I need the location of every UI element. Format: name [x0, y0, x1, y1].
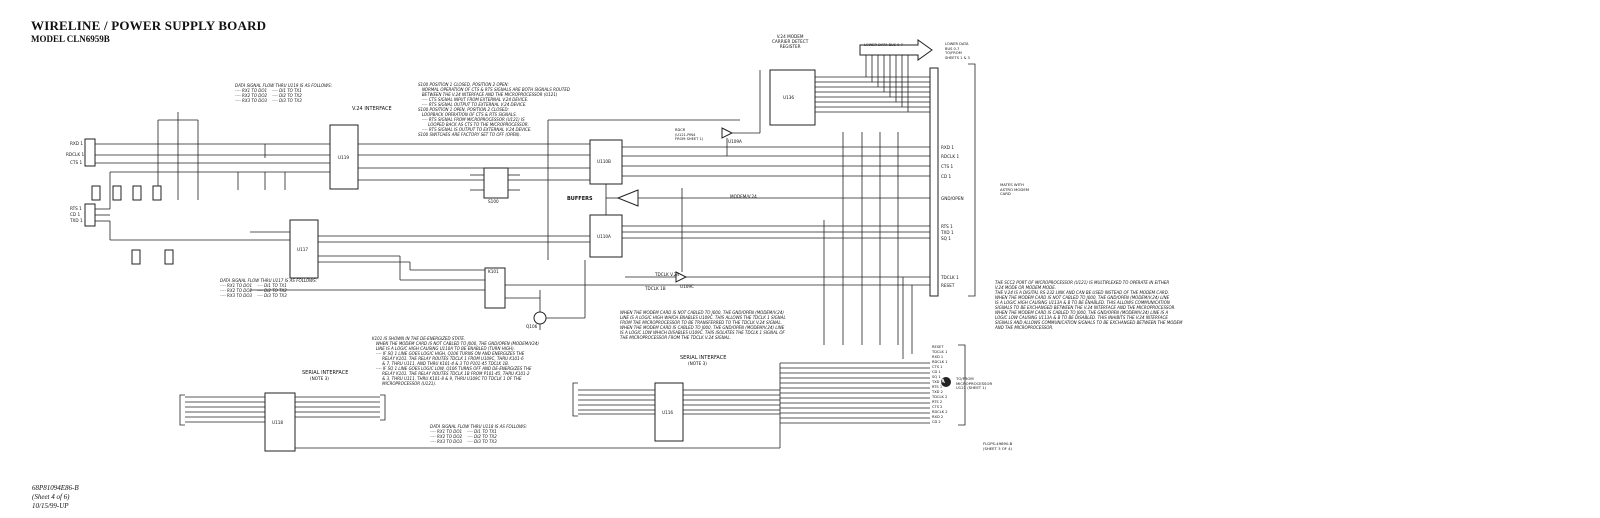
micro-bus-signal: CD 2	[932, 420, 941, 424]
left-signal-rts1: RTS 1	[70, 206, 82, 211]
j000-signal-rxd1: RXD 1	[941, 145, 954, 150]
revision-date: 10/15/99-UP	[32, 502, 69, 510]
micro-bus-signal: CTS 1	[932, 365, 943, 369]
connector-p101-mid	[84, 171, 330, 227]
micro-bus-signal: SQ 1	[932, 375, 941, 379]
micro-bus-signal: TDCLK 2	[932, 395, 948, 399]
micro-bus-signal: CD 1	[932, 370, 941, 374]
micro-bus-signal: RTS 1	[932, 385, 943, 389]
label-s100: S100	[488, 199, 499, 204]
micro-bus-lines	[780, 277, 966, 426]
label-tdclk-1b: TDCLK 1B	[645, 286, 666, 291]
chip-u136	[759, 69, 930, 133]
label-ref-code: FLGPS-49890-B (SHEET 3 OF 4)	[983, 441, 1013, 451]
j000-signal-rdclk1: RDCLK 1	[941, 154, 960, 159]
chip-u110b	[589, 139, 930, 185]
sheet-number: (Sheet 4 of 6)	[32, 493, 70, 501]
note-k101: K101 IS SHOWN IN THE DE-ENERGIZED STATE.…	[372, 336, 539, 386]
j000-signal-txd1: TXD 1	[941, 230, 954, 235]
label-u109c: U109C	[680, 284, 694, 289]
label-rdcr: RDCR (U121-PIN4 FROM SHEET 1)	[675, 128, 704, 141]
label-serial-interface-2: SERIAL INTERFACE	[680, 355, 727, 361]
label-carrier-detect: V.24 MODEM CARRIER DETECT REGISTER	[772, 34, 809, 49]
footer-info: 68P81094E86-B (Sheet 4 of 6) 10/15/99-UP	[32, 484, 79, 511]
micro-bus-signal: CTS 2	[932, 405, 943, 409]
gate-u109a	[721, 127, 760, 156]
gate-u109c	[625, 188, 930, 286]
label-u110b: U110B	[597, 159, 611, 164]
chip-u116	[572, 363, 781, 448]
micro-bus-signal: RXD 1	[932, 355, 944, 359]
micro-bus-signal: TDCLK 1	[932, 350, 948, 354]
label-u116: U116	[662, 410, 674, 415]
model-number: MODEL CLN6959B	[31, 34, 110, 44]
switch-s100	[470, 167, 520, 199]
micro-bus-signal: TXD 2	[932, 390, 943, 394]
label-to-from-micro: TO/FROM MICROPROCESSOR U121 (SHEET 1)	[956, 376, 993, 390]
micro-bus-signal: RDCLK 2	[932, 410, 948, 414]
micro-bus-signal: RESET	[932, 345, 944, 349]
j000-signal-sq1: SQ 1	[941, 236, 951, 241]
micro-bus-signal: TXD 1	[932, 380, 943, 384]
label-modem-v24: MODEM/V.24	[730, 194, 757, 199]
note-scc: THE SCC2 PORT OF MICROPROCESSOR (U121) I…	[995, 280, 1183, 330]
micro-bus-signal: RDCLK 1	[932, 360, 948, 364]
doc-number: 68P81094E86-B	[32, 484, 79, 492]
micro-bus-signal: RXD 2	[932, 415, 944, 419]
label-v24-interface: V.24 INTERFACE	[352, 106, 392, 112]
chip-u110a	[589, 214, 930, 258]
connector-j000	[929, 63, 976, 297]
label-u119: U119	[338, 155, 350, 160]
label-u117: U117	[297, 247, 309, 252]
micro-bus-signal: RTS 2	[932, 400, 943, 404]
label-connector-a: A	[941, 379, 945, 385]
label-q106: Q106	[526, 324, 538, 329]
j000-signal-rts1: RTS 1	[941, 224, 953, 229]
label-lower-data-bus-ref: LOWER DATA BUS 0-7 TO/FROM SHEETS 1 & 3	[945, 42, 970, 60]
note-u118-flow: DATA SIGNAL FLOW THRU U118 IS AS FOLLOWS…	[430, 424, 528, 444]
note-s100: S100 POSITION 1 CLOSED, POSITION 2 OPEN:…	[418, 82, 570, 137]
schematic-title: WIRELINE / POWER SUPPLY BOARD	[31, 18, 267, 33]
label-lower-data-bus: LOWER DATA BUS 0-7	[864, 43, 903, 47]
label-note3-2: (NOTE 3)	[688, 361, 707, 366]
connector-p101-top	[84, 138, 330, 167]
chip-u118	[179, 392, 780, 452]
left-signal-rxd1: RXD 1	[70, 141, 83, 146]
label-u110a: U110A	[597, 234, 611, 239]
label-u118: U118	[272, 420, 284, 425]
j000-signal-tdclk1: TDCLK 1	[941, 275, 959, 280]
label-note3-1: (NOTE 3)	[310, 376, 329, 381]
label-k101: K101	[488, 269, 499, 274]
label-serial-interface-1: SERIAL INTERFACE	[302, 370, 349, 376]
note-modem-cable: WHEN THE MODEM CARD IS NOT CABLED TO J00…	[620, 310, 786, 340]
label-buffers: BUFFERS	[567, 196, 593, 202]
label-tdclk-v24: TDCLK V.24	[655, 272, 680, 277]
relay-k101	[484, 267, 640, 330]
chip-u117	[250, 219, 590, 291]
note-u117-flow: DATA SIGNAL FLOW THRU U117 IS AS FOLLOWS…	[220, 278, 318, 298]
note-u119-flow: DATA SIGNAL FLOW THRU U119 IS AS FOLLOWS…	[235, 83, 333, 103]
transistor-q106	[533, 260, 586, 325]
left-signal-cts1: CTS 1	[70, 160, 83, 165]
label-u136: U136	[783, 95, 795, 100]
j000-signal-cd1: CD 1	[941, 174, 952, 179]
label-mates-with: MATES WITH ASTRO MODEM CARD	[1000, 182, 1030, 196]
label-u109a: U109A	[728, 139, 742, 144]
left-signal-rdclk1: RDCLK 1	[66, 152, 85, 157]
j000-signal-reset: RESET	[941, 283, 955, 288]
lower-data-bus-arrow	[859, 39, 933, 112]
j000-signal-gnd-open: GND/OPEN	[941, 196, 964, 201]
off-sheet-connector-a	[941, 377, 951, 387]
diode-array-top	[91, 185, 174, 265]
left-signal-txd1: TXD 1	[70, 218, 83, 223]
buffer-u111	[605, 184, 930, 215]
j000-signal-cts1: CTS 1	[941, 164, 954, 169]
left-signal-cd1: CD 1	[70, 212, 81, 217]
